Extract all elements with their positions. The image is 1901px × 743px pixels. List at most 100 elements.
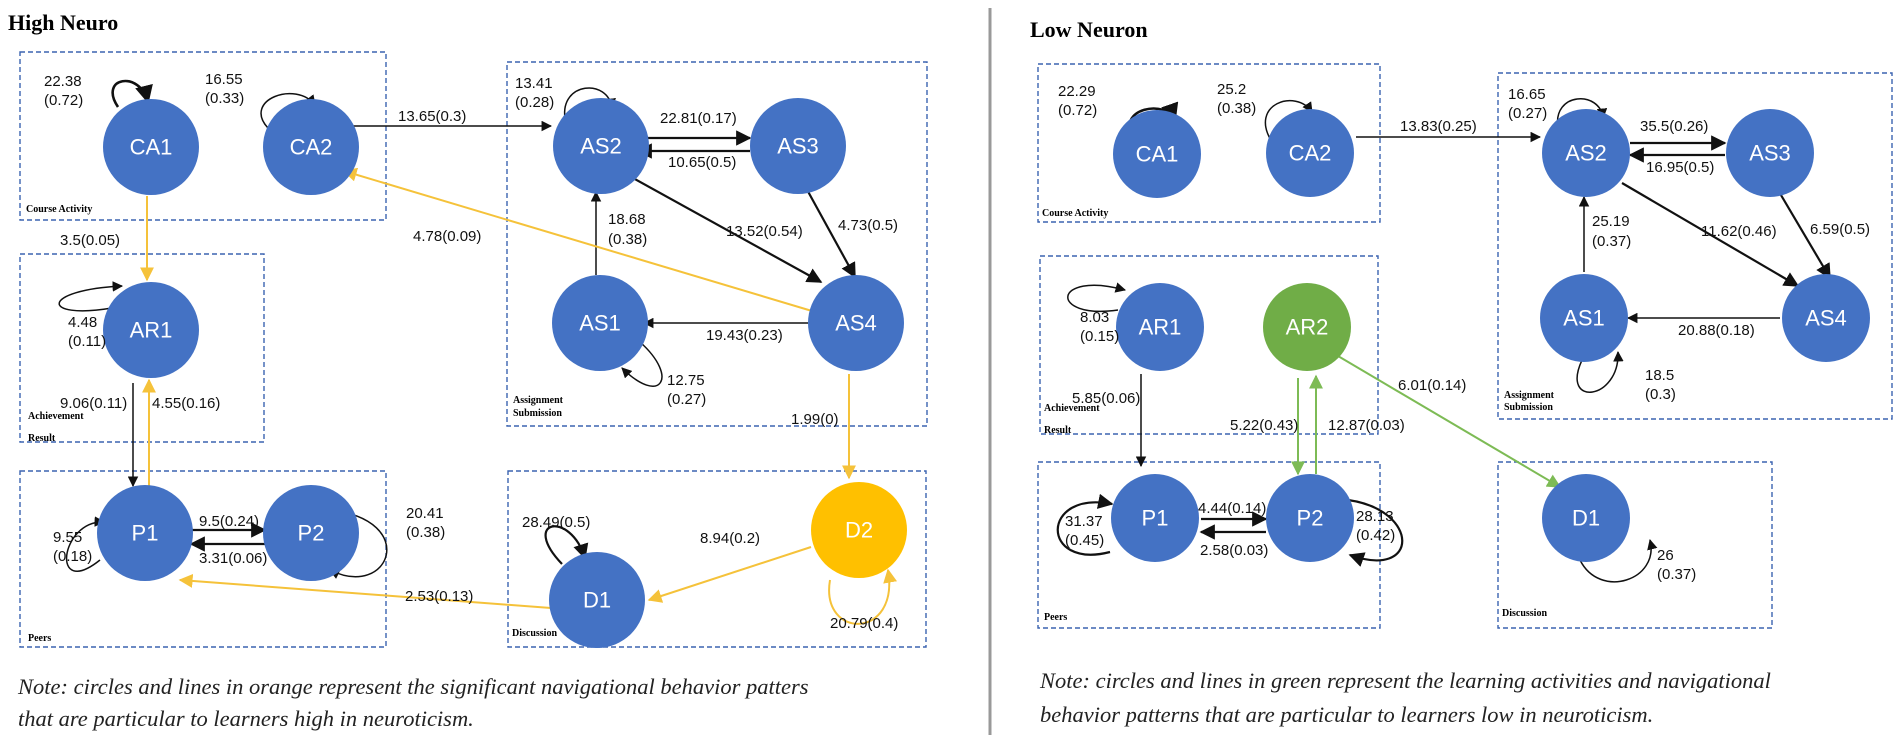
- label-as2-self-b: (0.28): [515, 94, 554, 111]
- label-p1-ar1: 4.55(0.16): [152, 395, 220, 412]
- node-d2: D2: [811, 482, 907, 578]
- edge-ca2-self-right: [1264, 99, 1313, 143]
- node-d1-right: D1: [1542, 474, 1630, 562]
- label-as2-self-a: 13.41: [515, 75, 553, 92]
- node-ar2-right-circle: [1263, 283, 1351, 371]
- group-discussion-box-right: [1497, 461, 1773, 629]
- group-achievement-box-right: [1039, 255, 1379, 435]
- label-ar1-self-a-right: 8.03: [1080, 309, 1109, 326]
- node-ar1-right-label: AR1: [1139, 315, 1182, 340]
- label-p2-self-b: (0.38): [406, 524, 445, 541]
- group-peers-box-right: [1037, 461, 1381, 629]
- node-as1-right-circle: [1540, 274, 1628, 362]
- node-d2-circle: [811, 482, 907, 578]
- node-ar1: AR1: [103, 282, 199, 378]
- label-p2-self-b-right: (0.42): [1356, 527, 1395, 544]
- edge-ar2-d1-right: [1337, 355, 1562, 488]
- group-peers-box: [19, 470, 387, 648]
- node-ar1-circle: [103, 282, 199, 378]
- label-as1-self-a-right: 18.5: [1645, 367, 1674, 384]
- node-as1: AS1: [552, 275, 648, 371]
- edge-as2-as4-right: [1621, 182, 1800, 287]
- label-as4-as1: 19.43(0.23): [706, 327, 783, 344]
- label-as1-self-a: 12.75: [667, 372, 705, 389]
- node-as1-circle: [552, 275, 648, 371]
- label-p2-p1-right: 2.58(0.03): [1200, 542, 1268, 559]
- group-achievement-label-1: Achievement: [28, 411, 84, 422]
- edge-d2-d1: [647, 546, 812, 603]
- node-ar1-right: AR1: [1116, 283, 1204, 371]
- node-d1: D1: [549, 552, 645, 648]
- group-peers-label: Peers: [28, 633, 51, 644]
- node-p2: P2: [263, 485, 359, 581]
- node-as4-label: AS4: [835, 311, 877, 336]
- node-as1-right-label: AS1: [1563, 306, 1605, 331]
- group-achievement-box: [19, 253, 265, 443]
- node-as3: AS3: [750, 98, 846, 194]
- node-p2-right-circle: [1266, 474, 1354, 562]
- node-p2-right: P2: [1266, 474, 1354, 562]
- label-p1-self-b-right: (0.45): [1065, 532, 1104, 549]
- group-course-activity-box: [19, 51, 387, 221]
- node-p1-label: P1: [132, 521, 159, 546]
- node-ca2: CA2: [263, 99, 359, 195]
- node-d1-label: D1: [583, 588, 611, 613]
- node-as1-label: AS1: [579, 311, 621, 336]
- right-panel: Low Neuron Course Activity Assignment Su…: [1030, 17, 1893, 727]
- node-as4-right: AS4: [1782, 274, 1870, 362]
- label-ar1-p1-right: 5.85(0.06): [1072, 390, 1140, 407]
- node-as3-right-circle: [1726, 109, 1814, 197]
- label-p1-p2-right: 4.44(0.14): [1198, 500, 1266, 517]
- label-ca2-self-a: 16.55: [205, 71, 243, 88]
- node-p1: P1: [97, 485, 193, 581]
- label-as4-d2: 1.99(0): [791, 411, 839, 428]
- group-assignment-label-right-2: Submission: [1504, 402, 1553, 413]
- node-ca2-right-circle: [1266, 109, 1354, 197]
- edge-d2-self: [828, 568, 898, 625]
- node-as3-circle: [750, 98, 846, 194]
- label-ar2-p2-right: 5.22(0.43): [1230, 417, 1298, 434]
- node-ar2-right: AR2: [1263, 283, 1351, 371]
- right-title: Low Neuron: [1030, 17, 1148, 42]
- edge-as1-self: [621, 341, 663, 387]
- node-as2-label: AS2: [580, 134, 622, 159]
- group-achievement-label-2: Result: [28, 433, 56, 444]
- node-ca1-right: CA1: [1113, 110, 1201, 198]
- right-note-line-1: Note: circles and lines in green represe…: [1039, 668, 1771, 693]
- label-as2-self-b-right: (0.27): [1508, 105, 1547, 122]
- label-d1-self-a-right: 26: [1657, 547, 1674, 564]
- node-as3-right: AS3: [1726, 109, 1814, 197]
- label-as2-self-a-right: 16.65: [1508, 86, 1546, 103]
- node-ca1-label: CA1: [130, 135, 173, 160]
- node-as4-right-circle: [1782, 274, 1870, 362]
- edge-p1-self-right: [1056, 493, 1114, 556]
- node-d1-right-circle: [1542, 474, 1630, 562]
- label-as2-as4-right: 11.62(0.46): [1701, 223, 1777, 240]
- edge-as3-as4-right: [1777, 189, 1831, 280]
- label-as3-as2-right: 16.95(0.5): [1646, 159, 1714, 176]
- label-as1-as2-b-right: (0.37): [1592, 233, 1631, 250]
- group-peers-label-right: Peers: [1044, 612, 1067, 623]
- node-ca2-label: CA2: [290, 135, 333, 160]
- node-ca1-right-circle: [1113, 110, 1201, 198]
- edge-ca1-self: [111, 79, 153, 108]
- node-as1-right: AS1: [1540, 274, 1628, 362]
- node-as2: AS2: [553, 98, 649, 194]
- node-d1-circle: [549, 552, 645, 648]
- node-ar1-label: AR1: [130, 318, 173, 343]
- label-ca2-as2-right: 13.83(0.25): [1400, 118, 1477, 135]
- label-ca2-as2: 13.65(0.3): [398, 108, 466, 125]
- edge-as3-as4: [804, 185, 856, 279]
- edge-as1-self-right: [1576, 350, 1624, 393]
- group-discussion-label-right: Discussion: [1502, 608, 1547, 619]
- label-ca2-self-a-right: 25.2: [1217, 81, 1246, 98]
- label-p1-p2: 9.5(0.24): [199, 513, 259, 530]
- group-course-activity-label-right: Course Activity: [1042, 208, 1108, 219]
- label-ca1-self-b-right: (0.72): [1058, 102, 1097, 119]
- label-as3-as4: 4.73(0.5): [838, 217, 898, 234]
- label-ar2-d1-right: 6.01(0.14): [1398, 377, 1466, 394]
- node-as2-right-label: AS2: [1565, 141, 1607, 166]
- group-achievement-label-right-2: Result: [1044, 425, 1072, 436]
- label-as2-as3-right: 35.5(0.26): [1640, 118, 1708, 135]
